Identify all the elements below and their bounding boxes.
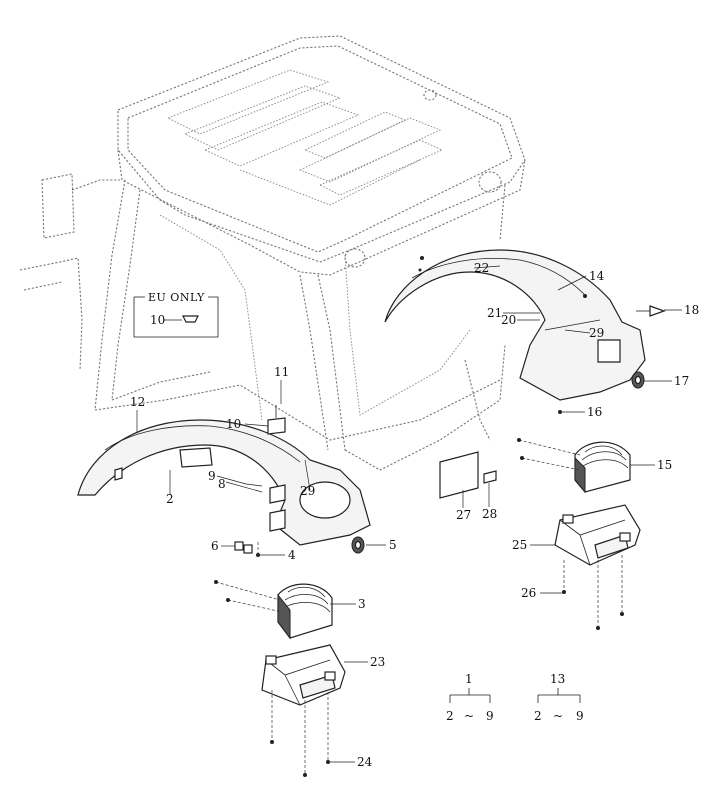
callout-16: 16 (587, 405, 602, 419)
callout-12: 12 (130, 395, 145, 409)
assembly-1-parent: 1 (465, 672, 473, 686)
fender-bracket (267, 405, 286, 435)
callout-26: 26 (521, 586, 536, 600)
assembly-1: 1 2 ~ 9 (446, 672, 494, 723)
assembly-13-from: 2 (534, 709, 542, 723)
callout-29-right: 29 (589, 326, 604, 340)
eu-only-title: EU ONLY (148, 291, 205, 304)
callout-6: 6 (211, 539, 219, 553)
callout-24: 24 (357, 755, 373, 769)
assembly-13-parent: 13 (550, 672, 565, 686)
leader-lines (136, 265, 682, 763)
callout-labels: 22 14 18 21 20 29 17 16 15 11 12 10 9 8 … (130, 261, 699, 769)
grommet-part-5 (351, 536, 365, 554)
license-plate-bracket (439, 451, 497, 499)
callout-5: 5 (389, 538, 397, 552)
assembly-1-to: 9 (486, 709, 494, 723)
callout-17: 17 (674, 374, 689, 388)
right-fender (384, 249, 646, 401)
callout-20: 20 (501, 313, 516, 327)
callout-9: 9 (208, 469, 216, 483)
fasteners (214, 256, 624, 777)
right-lamp (574, 441, 631, 494)
callout-18: 18 (684, 303, 699, 317)
callout-14: 14 (589, 269, 605, 283)
eu-only-part-label: 10 (150, 313, 165, 327)
left-fender (77, 419, 371, 546)
callout-29-left: 29 (300, 484, 315, 498)
callout-15: 15 (657, 458, 672, 472)
callout-23: 23 (370, 655, 385, 669)
assembly-13-to: 9 (576, 709, 584, 723)
callout-11: 11 (274, 365, 289, 379)
callout-28: 28 (482, 507, 497, 521)
callout-3: 3 (358, 597, 366, 611)
pin-part (636, 305, 666, 317)
clips-part (234, 541, 253, 554)
assembly-1-from: 2 (446, 709, 454, 723)
callout-21: 21 (487, 306, 502, 320)
left-lamp (277, 583, 333, 640)
grommet-part (631, 371, 645, 389)
cab-outline (19, 35, 526, 471)
callout-27: 27 (456, 508, 471, 522)
callout-22: 22 (474, 261, 489, 275)
callout-4: 4 (288, 548, 296, 562)
callout-2: 2 (166, 492, 174, 506)
right-bracket (554, 504, 641, 566)
callout-8: 8 (218, 477, 226, 491)
eu-only-box: EU ONLY 10 (133, 291, 219, 338)
assembly-1-tilde: ~ (464, 709, 474, 723)
assembly-13-tilde: ~ (553, 709, 563, 723)
callout-25: 25 (512, 538, 527, 552)
callout-10: 10 (226, 417, 241, 431)
rivet-part (182, 315, 199, 323)
left-bracket (261, 644, 346, 706)
assembly-13: 13 2 ~ 9 (534, 672, 584, 723)
